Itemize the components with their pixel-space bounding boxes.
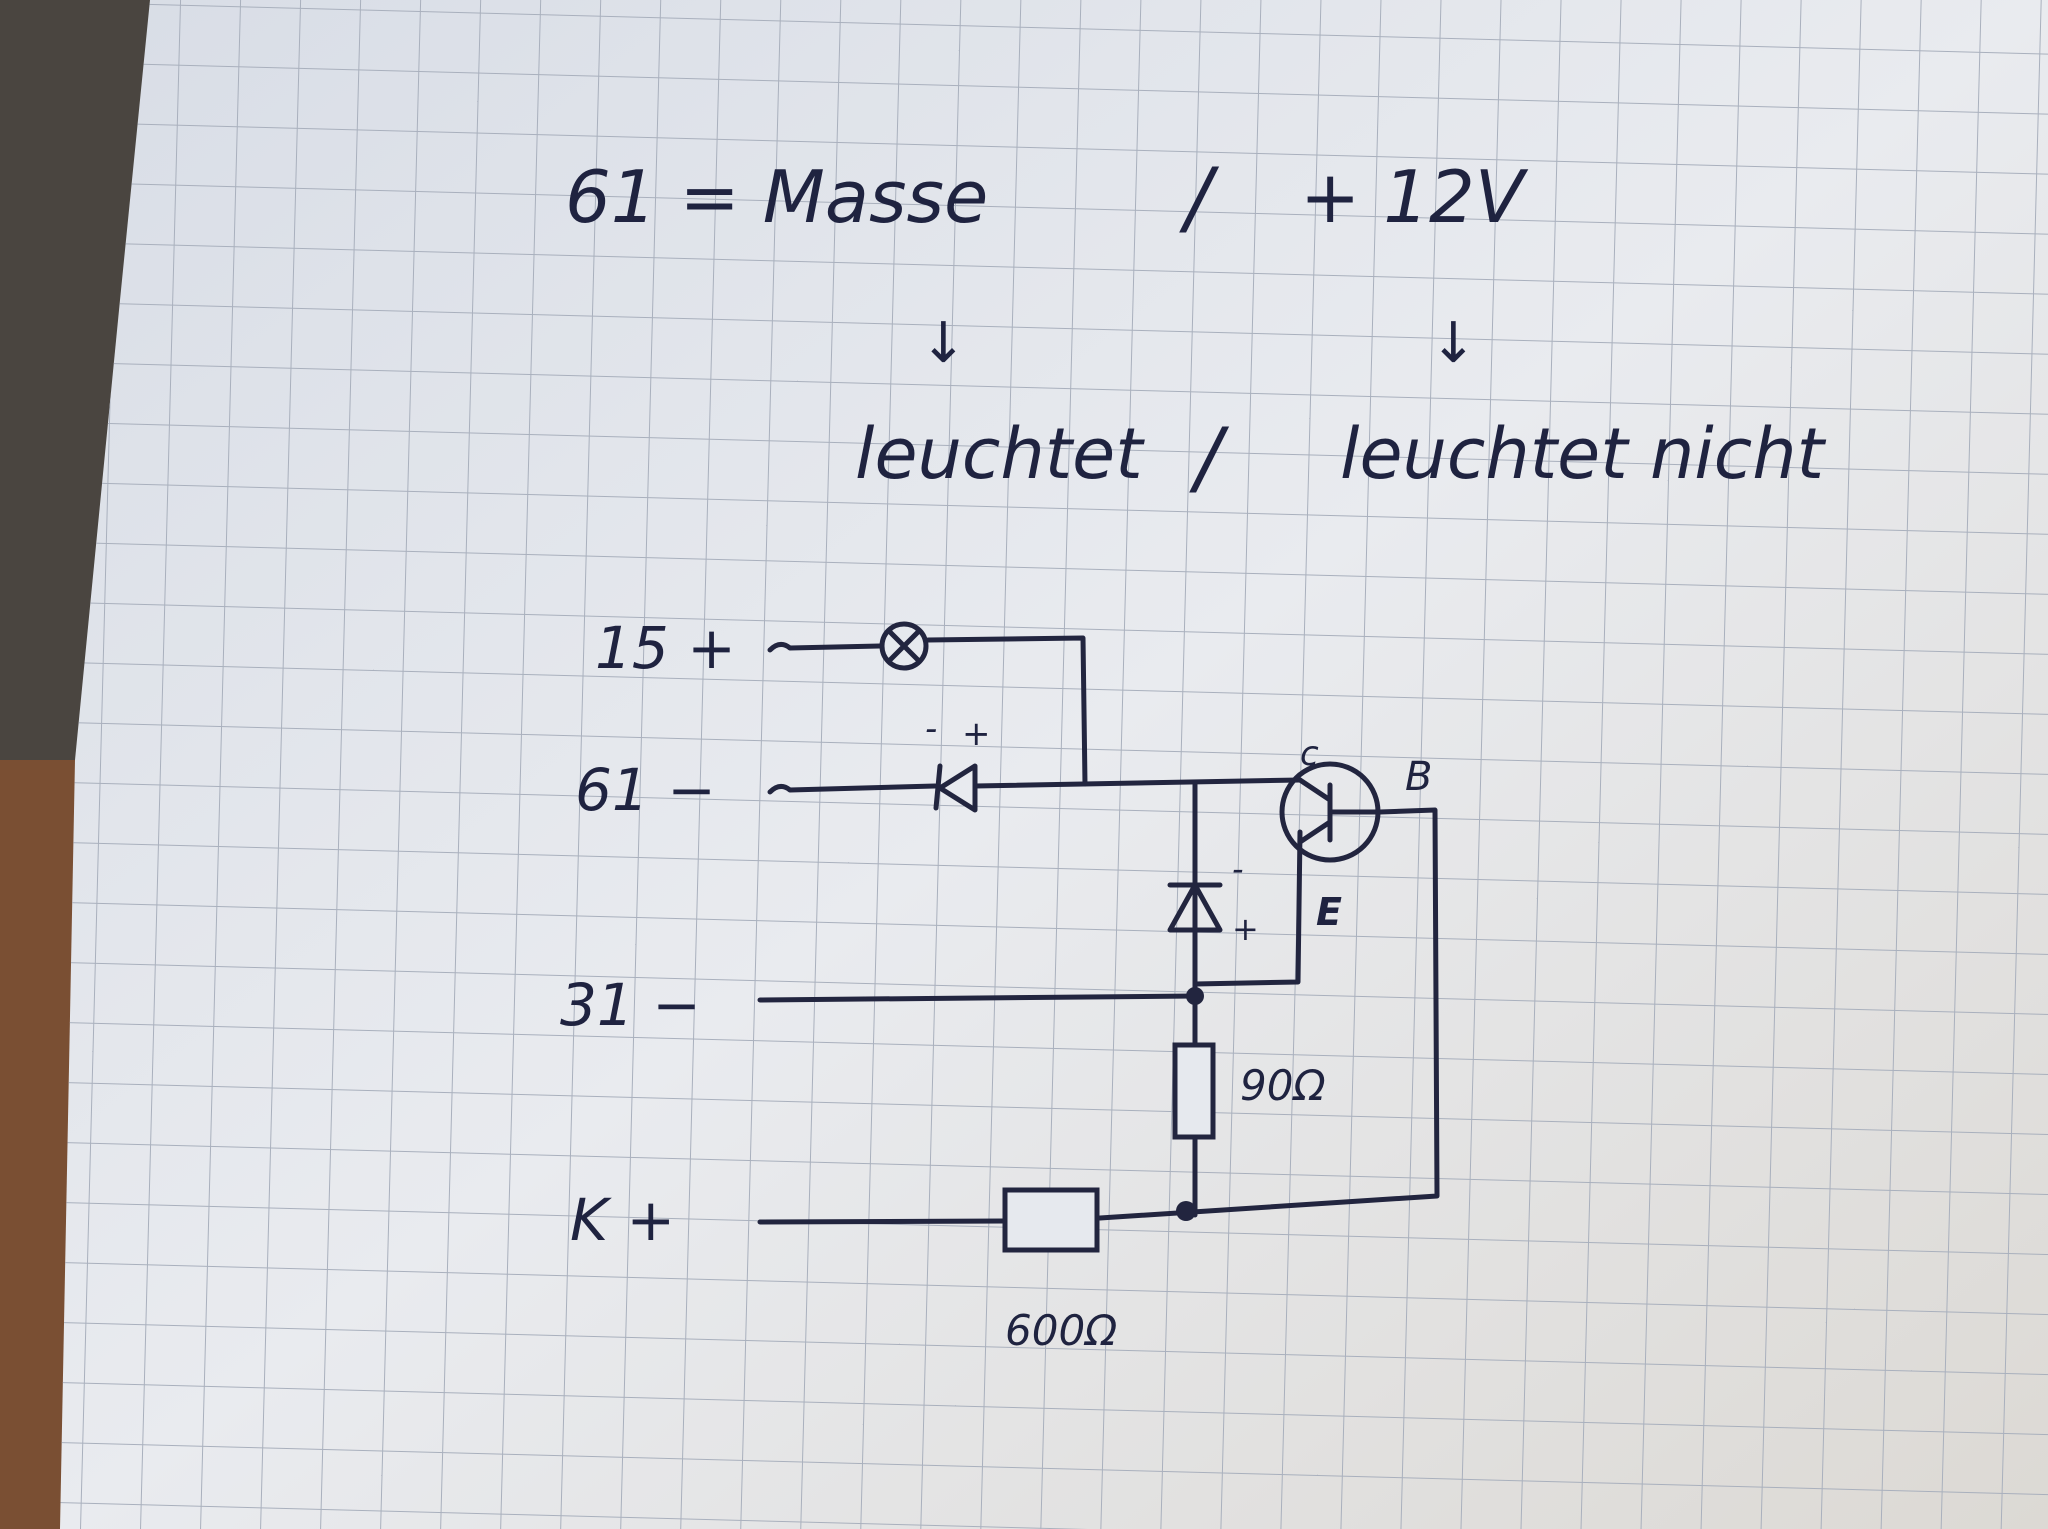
wire-61 — [767, 783, 938, 795]
arrow-down-icon: ↓ — [920, 311, 967, 376]
led-minus-label: - — [925, 709, 937, 749]
resistor-90-label: 90Ω — [1240, 1061, 1326, 1110]
junction-dot — [1186, 987, 1204, 1005]
wire-base-loop — [1097, 807, 1440, 1221]
wire-31 — [757, 993, 1198, 1003]
terminal-31-label: 31 − — [560, 971, 701, 1039]
lamp-symbol — [879, 621, 929, 671]
note-line2-left: leuchtet — [855, 413, 1145, 495]
grid-lines — [60, 0, 2048, 1529]
wire-k — [757, 1218, 1008, 1225]
resistor-600-ohm: 600Ω — [1002, 1187, 1117, 1355]
wire-61-to-collector — [972, 777, 1303, 789]
base-label: B — [1405, 754, 1432, 800]
diode-plus-label: + — [1232, 910, 1259, 948]
arrow-down-icon: ↓ — [1430, 311, 1477, 376]
note-line1-left: 61 = Masse — [565, 155, 988, 239]
diode-minus-label: - — [1232, 850, 1244, 888]
wire-emitter — [1192, 829, 1303, 987]
wiring — [757, 635, 1440, 1225]
emitter-label: E — [1316, 890, 1342, 934]
junction-dot — [1176, 1201, 1196, 1221]
transistor-symbol: c B E — [1279, 734, 1432, 934]
terminal-61-label: 61 − — [575, 756, 716, 824]
header-note: 61 = Masse / + 12V ↓ ↓ leuchtet / leucht… — [565, 151, 1827, 504]
note-line1-right: + 12V — [1300, 155, 1529, 239]
led-symbol: - + — [925, 709, 991, 813]
diode-symbol: - + — [1167, 850, 1259, 948]
terminal-k-label: K + — [570, 1186, 675, 1254]
resistor-90-ohm: 90Ω — [1172, 1042, 1326, 1140]
collector-label: c — [1300, 734, 1319, 774]
resistor-600-label: 600Ω — [1005, 1306, 1117, 1355]
terminal-15-label: 15 + — [595, 614, 736, 682]
wire-lamp-to-61 — [925, 635, 1088, 787]
wire-15 — [767, 642, 883, 653]
led-plus-label: + — [962, 714, 991, 754]
note-line2-right: leuchtet nicht — [1340, 413, 1827, 495]
